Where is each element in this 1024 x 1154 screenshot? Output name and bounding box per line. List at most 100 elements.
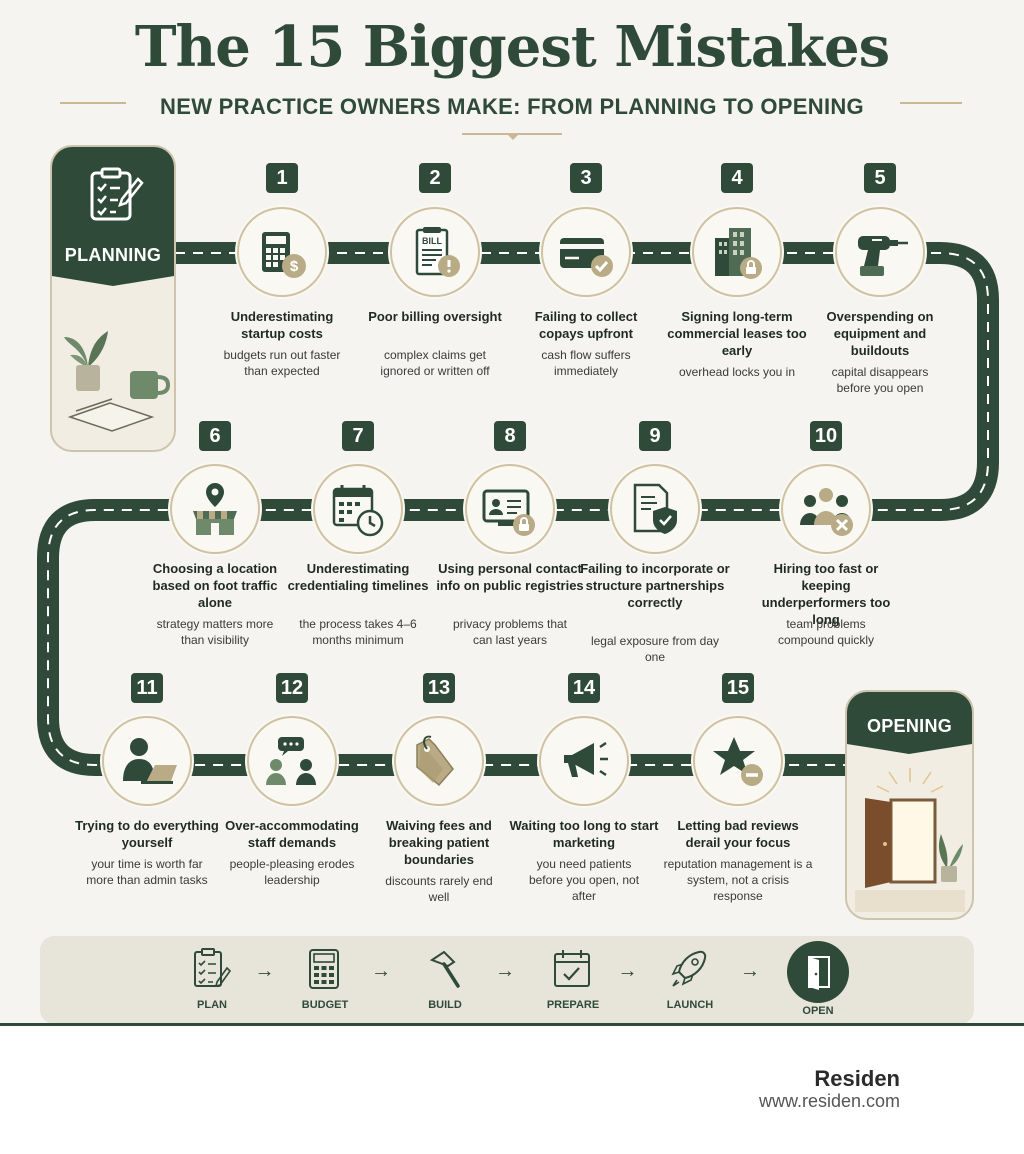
page-title: The 15 Biggest Mistakes — [134, 14, 890, 80]
mistake-icon-circle — [102, 716, 192, 806]
arrow-right-icon: → — [254, 960, 275, 982]
mistake-description: capital disappears before you open — [831, 365, 929, 395]
mistake-title: Underestimating startup costs — [230, 309, 334, 341]
bill-warning-icon: BILL — [415, 227, 460, 277]
mistake-number: 4 — [721, 163, 753, 193]
timeline-step-label: PLAN — [197, 999, 227, 1011]
planning-card-chevron — [52, 272, 174, 286]
desk-plant-mug-icon — [64, 331, 170, 432]
subtitle-marker — [508, 135, 518, 140]
mistake-title: Failing to incorporate or structure part… — [580, 561, 730, 610]
rocket-icon — [671, 950, 707, 987]
planning-card-header: PLANNING — [52, 147, 174, 272]
mistake-description: privacy problems that can last years — [452, 617, 568, 647]
mistake-description: the process takes 4–6 months minimum — [299, 617, 417, 647]
mistake-number: 15 — [722, 673, 754, 703]
mistake-description: reputation management is a system, not a… — [663, 857, 813, 903]
mistake-icon-circle — [781, 464, 871, 554]
arrow-right-icon: → — [617, 960, 638, 982]
mistake-number: 3 — [570, 163, 602, 193]
mistake-icon-circle — [835, 207, 925, 297]
mistake-description: strategy matters more than visibility — [156, 617, 274, 647]
calendar-clock-icon — [332, 485, 384, 537]
planning-card: PLANNING — [50, 145, 176, 452]
mistake-title: Using personal contact info on public re… — [436, 561, 584, 593]
mistake-number: 5 — [864, 163, 896, 193]
mistake-number: 13 — [423, 673, 455, 703]
timeline-step-label: BUDGET — [301, 999, 349, 1011]
opening-card-header: OPENING — [847, 692, 972, 744]
person-laptop-icon — [123, 738, 177, 784]
mistake-number: 14 — [568, 673, 600, 703]
people-chat-icon — [266, 737, 316, 785]
mistake-icon-circle — [313, 464, 403, 554]
mistake-title: Waiving fees and breaking patient bounda… — [386, 818, 492, 867]
mistake-description: discounts rarely end well — [385, 874, 493, 904]
opening-card: OPENING — [845, 690, 974, 920]
mistake-icon-circle — [465, 464, 555, 554]
timeline-step-label: BUILD — [428, 999, 462, 1011]
door-icon — [787, 941, 849, 1003]
mistake-description: team problems compound quickly — [777, 617, 875, 647]
arrow-right-icon: → — [371, 960, 391, 982]
mistake-icon-circle: BILL — [390, 207, 480, 297]
mistake-description: complex claims get ignored or written of… — [380, 348, 490, 378]
mistake-description: you need patients before you open, not a… — [528, 857, 640, 903]
arrow-right-icon: → — [740, 960, 760, 982]
mistake-icon-circle — [170, 464, 260, 554]
opening-label: OPENING — [866, 716, 953, 736]
mistake-icon-circle — [541, 207, 631, 297]
calculator-icon — [309, 949, 339, 989]
mistake-title: Overspending on equipment and buildouts — [826, 309, 934, 358]
planning-label: PLANNING — [64, 245, 162, 265]
arrow-right-icon: → — [495, 960, 515, 982]
drill-icon — [858, 236, 908, 276]
clipboard-checklist-icon — [90, 167, 144, 221]
brand-name: Residen — [814, 1066, 900, 1091]
mistake-title: Failing to collect copays upfront — [534, 309, 638, 341]
price-tag-icon — [416, 735, 454, 787]
timeline-step-label: OPEN — [802, 1005, 834, 1017]
mistake-description: overhead locks you in — [678, 365, 796, 379]
bill-label: BILL — [422, 236, 442, 246]
timeline-step-label: LAUNCH — [666, 999, 714, 1011]
calculator-dollar-icon: $ — [262, 232, 306, 278]
infographic: The 15 Biggest Mistakes NEW PRACTICE OWN… — [0, 0, 1024, 1025]
calendar-check-icon — [554, 950, 590, 987]
star-minus-icon — [713, 737, 763, 786]
open-door-icon — [855, 768, 965, 912]
mistake-title: Over-accommodating staff demands — [225, 818, 359, 850]
mistake-icon-circle — [692, 207, 782, 297]
subtitle-rule-right — [900, 102, 962, 104]
mistake-description: cash flow suffers immediately — [541, 348, 631, 378]
storefront-pin-icon — [193, 483, 237, 535]
mistake-title: Signing long-term commercial leases too … — [667, 309, 807, 358]
mistake-number: 10 — [810, 421, 842, 451]
subtitle-rule-left — [60, 102, 126, 104]
mistake-icon-circle — [394, 716, 484, 806]
mistake-number: 9 — [639, 421, 671, 451]
mistake-number: 2 — [419, 163, 451, 193]
mistake-icon-circle — [247, 716, 337, 806]
mistake-icon-circle — [693, 716, 783, 806]
timeline-step-label: PREPARE — [546, 999, 600, 1011]
mistake-icon-circle — [539, 716, 629, 806]
mistake-number: 6 — [199, 421, 231, 451]
mistake-title: Choosing a location based on foot traffi… — [152, 561, 278, 610]
mistake-title: Hiring too fast or keeping underperforme… — [761, 561, 891, 627]
mistake-title: Underestimating credentialing timelines — [287, 561, 429, 593]
mistake-number: 1 — [266, 163, 298, 193]
building-lock-icon — [715, 228, 762, 279]
mistake-description: budgets run out faster than expected — [223, 348, 341, 378]
opening-card-chevron — [847, 742, 972, 754]
team-x-icon — [800, 488, 853, 536]
mistake-title: Poor billing oversight — [368, 309, 502, 324]
clipboard-icon — [194, 948, 232, 988]
mistake-title: Letting bad reviews derail your focus — [677, 818, 799, 850]
subtitle-rule-center — [462, 133, 562, 135]
brand-url[interactable]: www.residen.com — [758, 1091, 900, 1111]
profile-lock-icon — [482, 489, 535, 536]
mistake-number: 7 — [342, 421, 374, 451]
footer-divider — [0, 1023, 1024, 1026]
mistake-title: Trying to do everything yourself — [75, 818, 219, 850]
